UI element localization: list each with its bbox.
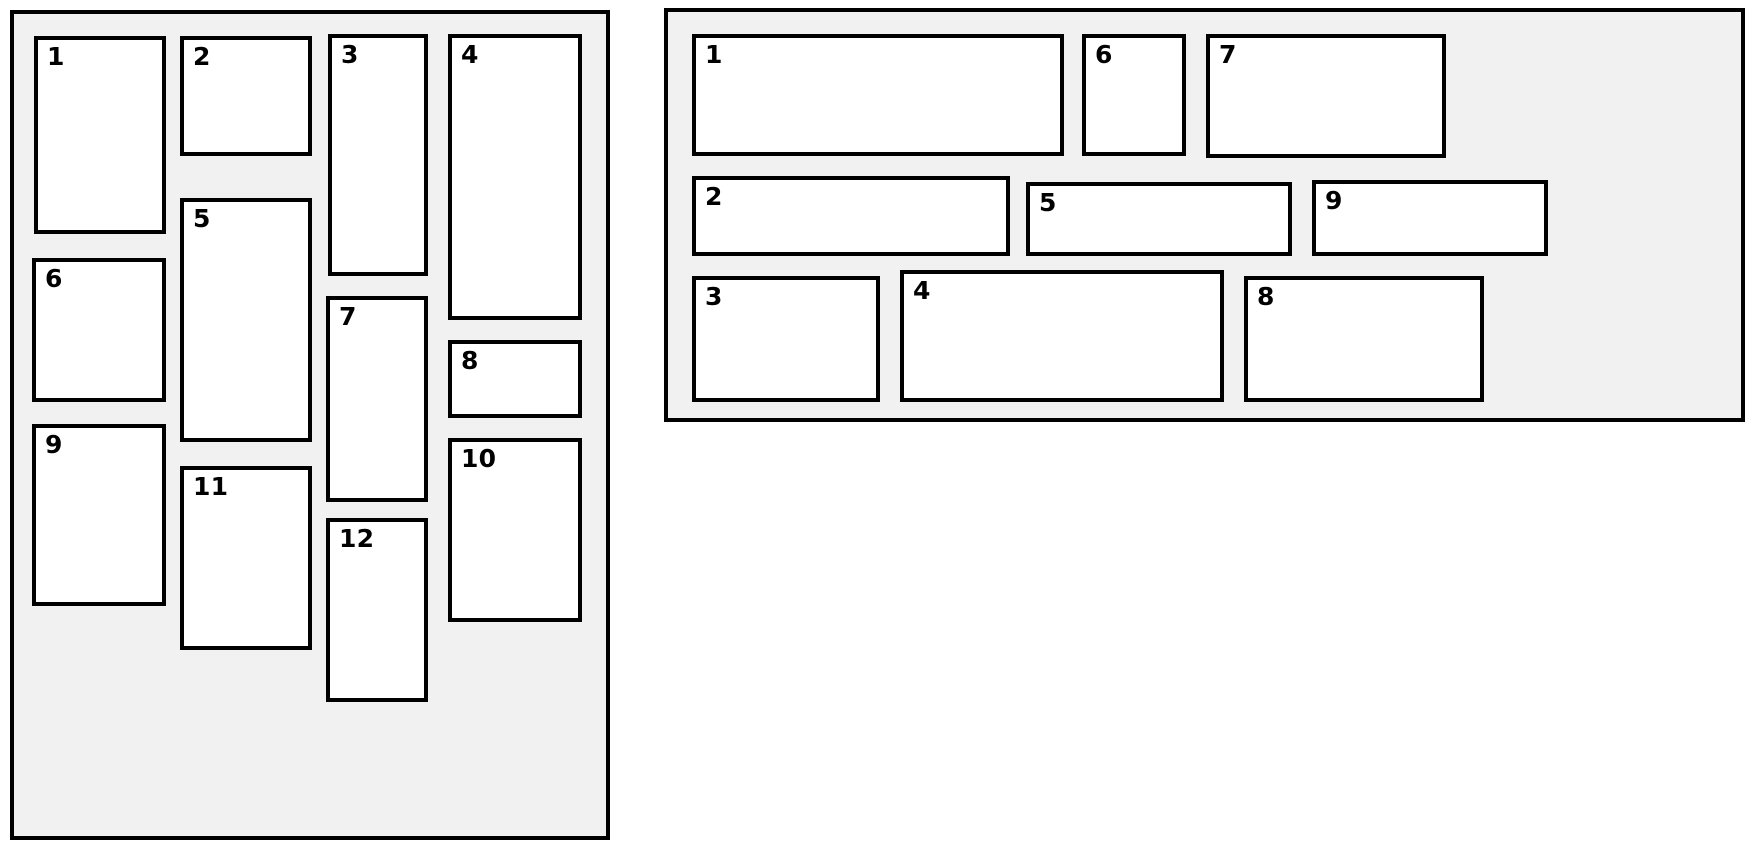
- right-panel: 1 2 3 4 5 6 7 8 9: [664, 8, 1745, 422]
- left-panel-cell-9[interactable]: 9: [32, 424, 166, 606]
- right-panel-cell-1[interactable]: 1: [692, 34, 1064, 156]
- cell-label: 6: [45, 264, 63, 293]
- cell-label: 12: [339, 524, 375, 553]
- cell-label: 7: [339, 302, 357, 331]
- cell-label: 3: [341, 40, 359, 69]
- right-panel-cell-6[interactable]: 6: [1082, 34, 1186, 156]
- cell-label: 4: [461, 40, 479, 69]
- cell-label: 6: [1095, 40, 1113, 69]
- cell-label: 10: [461, 444, 497, 473]
- cell-label: 5: [193, 204, 211, 233]
- right-panel-cell-2[interactable]: 2: [692, 176, 1010, 256]
- cell-label: 8: [461, 346, 479, 375]
- right-panel-cell-4[interactable]: 4: [900, 270, 1224, 402]
- cell-label: 8: [1257, 282, 1275, 311]
- left-panel-cell-5[interactable]: 5: [180, 198, 312, 442]
- left-panel-cell-1[interactable]: 1: [34, 36, 166, 234]
- cell-label: 5: [1039, 188, 1057, 217]
- cell-label: 4: [913, 276, 931, 305]
- cell-label: 3: [705, 282, 723, 311]
- cell-label: 9: [1325, 186, 1343, 215]
- right-panel-cell-5[interactable]: 5: [1026, 182, 1292, 256]
- right-panel-cell-9[interactable]: 9: [1312, 180, 1548, 256]
- left-panel-cell-2[interactable]: 2: [180, 36, 312, 156]
- left-panel-cell-3[interactable]: 3: [328, 34, 428, 276]
- right-panel-cell-3[interactable]: 3: [692, 276, 880, 402]
- cell-label: 1: [705, 40, 723, 69]
- cell-label: 7: [1219, 40, 1237, 69]
- cell-label: 9: [45, 430, 63, 459]
- left-panel-cell-7[interactable]: 7: [326, 296, 428, 502]
- left-panel-cell-8[interactable]: 8: [448, 340, 582, 418]
- left-panel-cell-10[interactable]: 10: [448, 438, 582, 622]
- left-panel-cell-6[interactable]: 6: [32, 258, 166, 402]
- right-panel-cell-8[interactable]: 8: [1244, 276, 1484, 402]
- right-panel-cell-7[interactable]: 7: [1206, 34, 1446, 158]
- left-panel-cell-11[interactable]: 11: [180, 466, 312, 650]
- cell-label: 2: [705, 182, 723, 211]
- cell-label: 1: [47, 42, 65, 71]
- left-panel-cell-4[interactable]: 4: [448, 34, 582, 320]
- cell-label: 2: [193, 42, 211, 71]
- cell-label: 11: [193, 472, 229, 501]
- left-panel-cell-12[interactable]: 12: [326, 518, 428, 702]
